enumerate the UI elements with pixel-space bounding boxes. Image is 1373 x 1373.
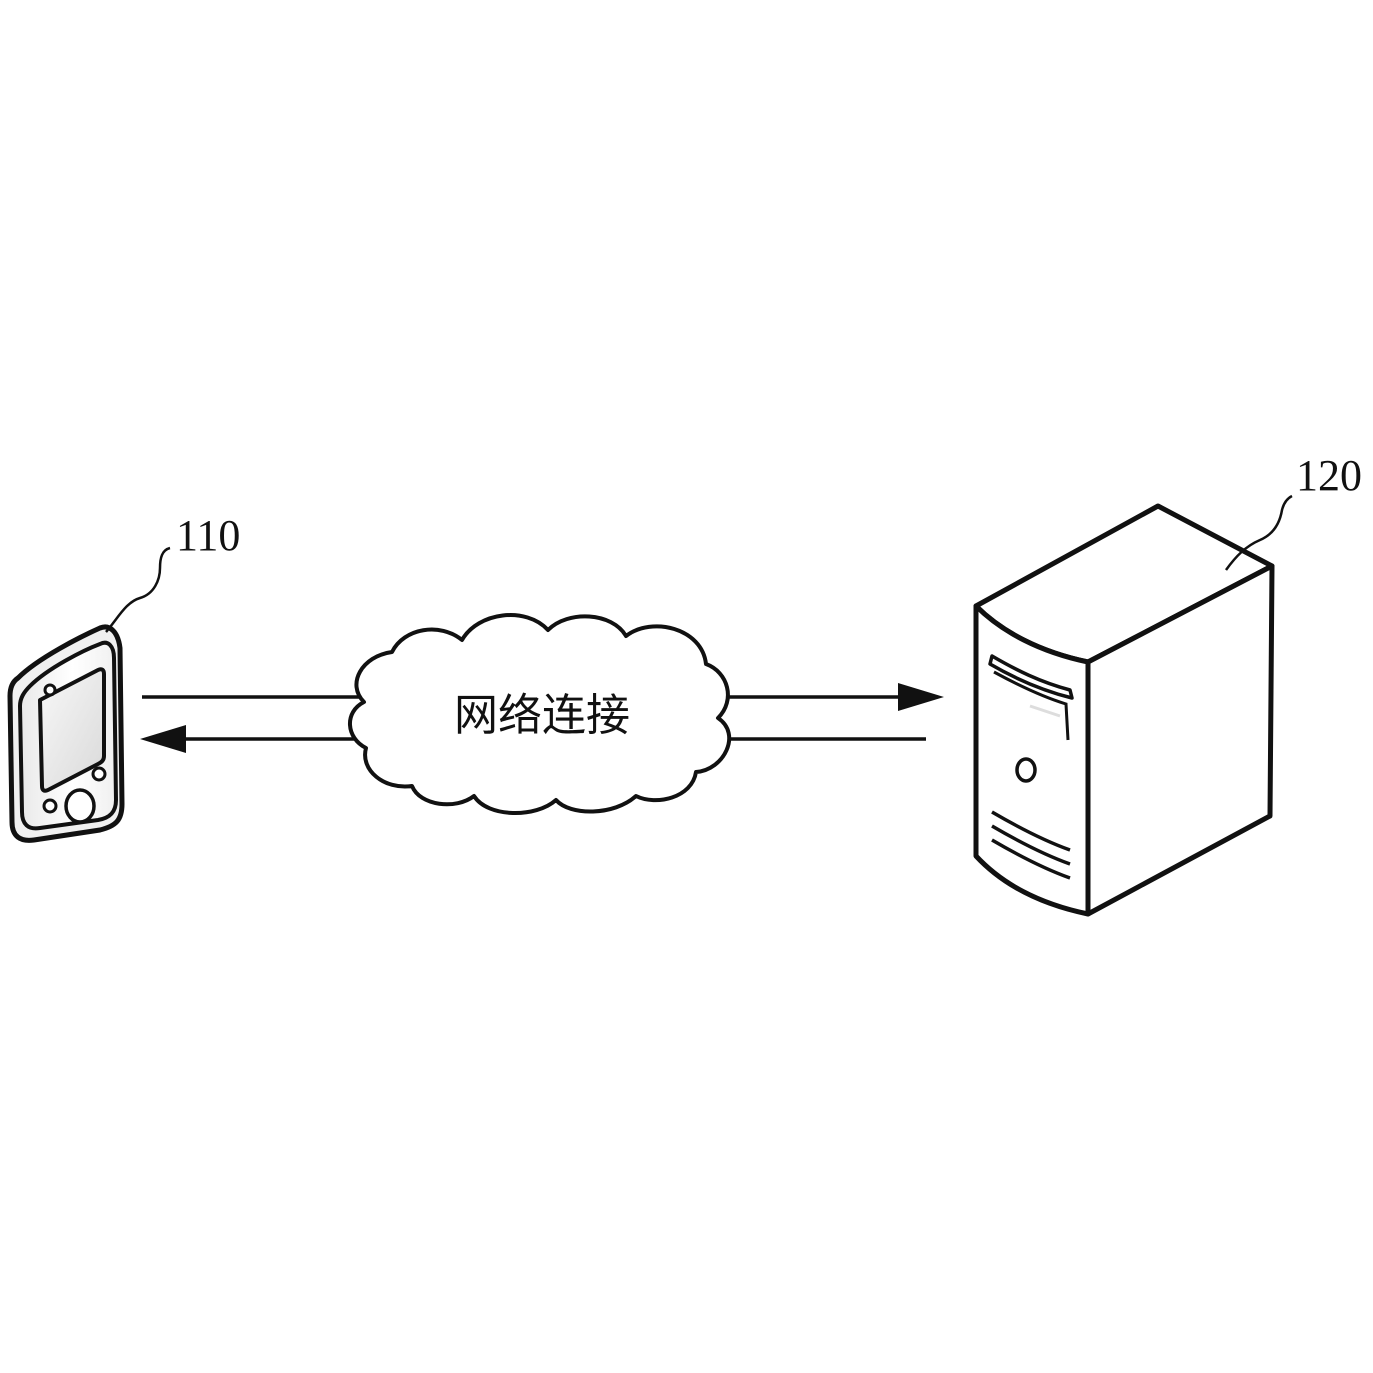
request-arrow	[142, 683, 944, 711]
terminal-leader-line	[105, 546, 171, 633]
server-leader-line	[1224, 494, 1293, 571]
network-connection-label: 网络连接	[454, 690, 630, 741]
mobile-terminal-icon	[7, 624, 125, 843]
server-tower-icon	[973, 503, 1275, 917]
server-reference-label: 120	[1296, 451, 1362, 500]
terminal-reference-label: 110	[176, 511, 240, 560]
cloud-icon	[348, 613, 732, 816]
response-arrow	[140, 725, 926, 753]
